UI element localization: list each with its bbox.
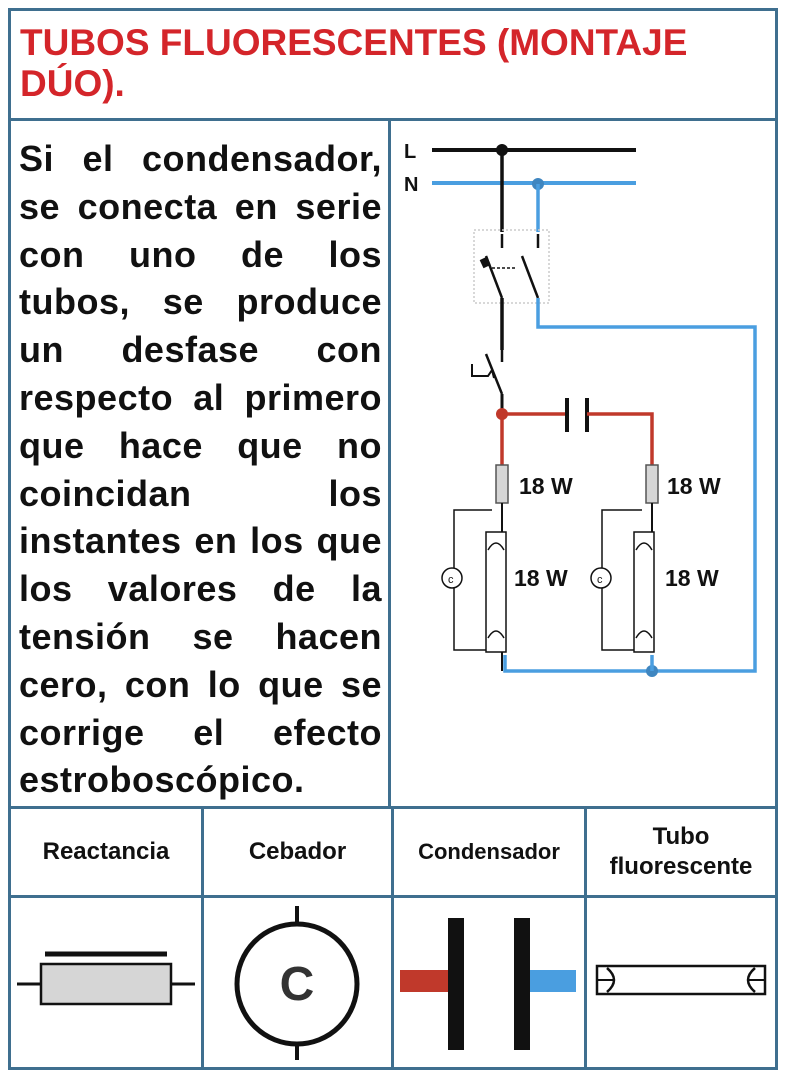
starter-symbol-letter: C	[280, 958, 315, 1011]
symbol-cell-cebador: C	[204, 898, 391, 1067]
symbol-cell-reactancia	[11, 898, 201, 1067]
tube-left-electrode-top	[487, 542, 505, 551]
reactance-symbol	[17, 951, 195, 1006]
tube-left-electrode-bottom	[487, 630, 505, 639]
reactance-left-label: 18 W	[519, 473, 573, 499]
starter-symbol-icon: C	[234, 906, 360, 1060]
description-cell: Si el condensador, se conecta en serie c…	[11, 121, 391, 806]
tube-right-electrode-top	[635, 542, 653, 551]
switch-blade-b	[520, 255, 540, 299]
starter-right-symbol: c	[597, 574, 603, 586]
tube-symbol	[595, 964, 767, 996]
switch-actuator	[479, 256, 491, 269]
symbol-cell-condensador	[394, 898, 584, 1067]
description-text: Si el condensador, se conecta en serie c…	[19, 138, 382, 801]
legend-header-reactancia: Reactancia	[42, 838, 170, 865]
page-title: TUBOS FLUORESCENTES (MONTAJE DÚO).	[8, 8, 778, 121]
legend-header-cebador: Cebador	[248, 838, 347, 865]
red-from-capacitor	[587, 412, 654, 465]
tube-right-label: 18 W	[665, 565, 719, 591]
tube-left	[485, 531, 507, 653]
starter-left-symbol: c	[448, 574, 454, 586]
symbol-cell-tubo	[587, 898, 775, 1067]
table-col-divider-1	[201, 806, 204, 1070]
starter-left-icon	[441, 567, 463, 589]
legend-header-condensador: Condensador	[418, 839, 560, 864]
reactance-right-label: 18 W	[667, 473, 721, 499]
starter-right-icon	[590, 567, 612, 589]
table-col-divider-2	[391, 806, 394, 1070]
pushbutton-actuator	[471, 364, 495, 379]
legend-header-tubo: Tubo fluorescente	[609, 823, 753, 880]
circuit-diagram: L N	[394, 121, 775, 806]
reactance-left	[495, 464, 509, 504]
tube-right-electrode-bottom	[635, 630, 653, 639]
label-n: N	[404, 174, 418, 196]
switch-box	[473, 229, 550, 304]
neutral-return-wire	[503, 298, 757, 673]
circuit-svg: L N	[404, 141, 757, 677]
table-col-divider-3	[584, 806, 587, 1070]
capacitor-symbol	[400, 918, 576, 1050]
reactance-right	[645, 464, 659, 504]
tube-right	[633, 531, 655, 653]
label-l: L	[404, 141, 416, 163]
tube-left-label: 18 W	[514, 565, 568, 591]
